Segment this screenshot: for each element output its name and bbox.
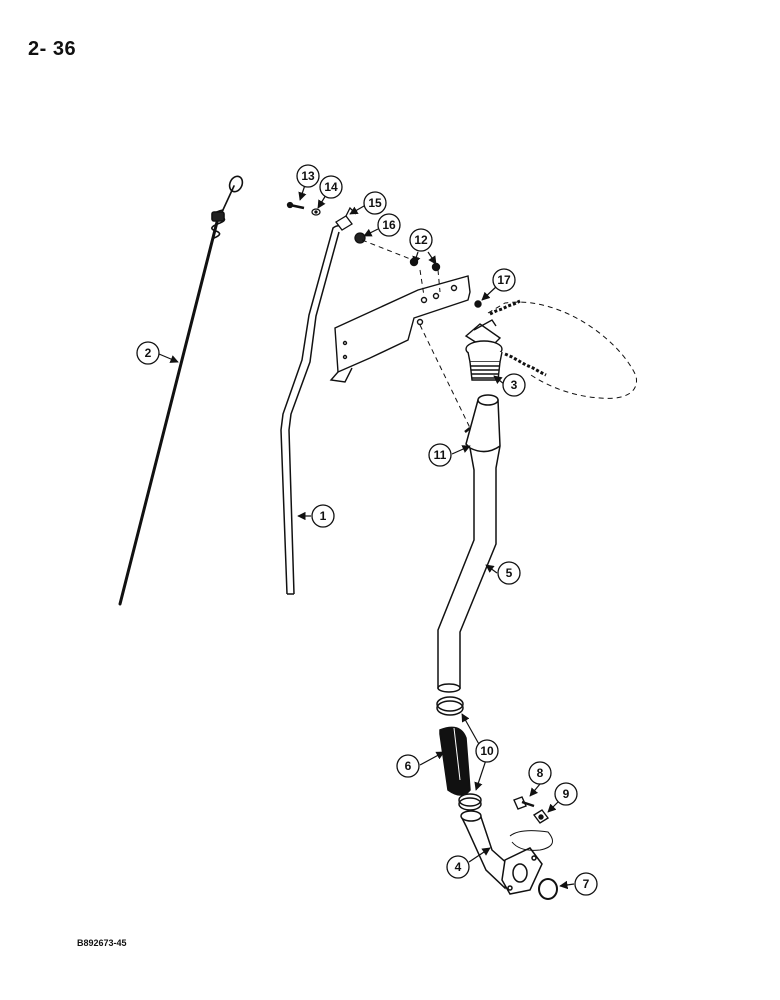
callout-6: 6 [396,754,420,778]
callout-7: 7 [574,872,598,896]
callout-15-label: 15 [368,196,382,210]
callout-12-label: 12 [414,233,428,247]
callout-1-label: 1 [320,509,327,523]
callout-15: 15 [363,191,387,215]
callout-10-label: 10 [480,744,494,758]
callout-9: 9 [554,782,578,806]
callout-17-label: 17 [497,273,511,287]
filler-cap-part [464,299,547,381]
callout-leaders [158,181,575,890]
callout-11-label: 11 [434,448,447,462]
callout-16: 16 [377,213,401,237]
callout-11: 11 [428,443,452,467]
hose-and-clamps [436,696,482,811]
callout-5: 5 [497,561,521,585]
fill-tube-part [437,394,501,693]
callout-12: 12 [409,228,433,252]
callout-14: 14 [319,175,343,199]
callout-16-label: 16 [382,218,396,232]
mounting-bracket [329,257,482,383]
callout-2: 2 [136,341,160,365]
callout-9-label: 9 [563,787,570,801]
callout-6-label: 6 [405,759,412,773]
callout-8: 8 [528,761,552,785]
callout-4-label: 4 [455,860,462,874]
callout-8-label: 8 [537,766,544,780]
callout-5-label: 5 [506,566,513,580]
drawing-code: B892673-45 [77,938,127,948]
callout-3: 3 [502,373,526,397]
callout-14-label: 14 [324,180,338,194]
callout-3-label: 3 [511,378,518,392]
gasket-bolt-nut [509,796,558,900]
elbow-tube-part [460,810,543,895]
callout-2-label: 2 [145,346,152,360]
callout-4: 4 [446,855,470,879]
page-number: 2- 36 [28,38,77,60]
callout-13: 13 [296,164,320,188]
callout-17: 17 [492,268,516,292]
callout-10: 10 [475,739,499,763]
fastener-parts [286,201,366,244]
dipstick-tube-part [280,224,344,595]
callout-7-label: 7 [583,877,590,891]
dipstick-part [118,175,244,606]
assembly-lines [361,239,637,433]
callout-13-label: 13 [301,169,315,183]
callout-1: 1 [311,504,335,528]
